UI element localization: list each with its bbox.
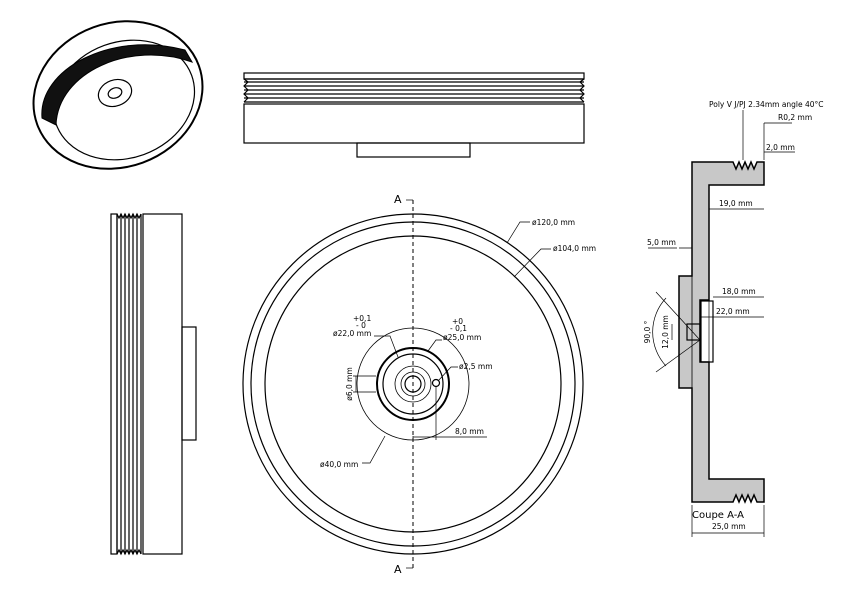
groove-depth-label: 2,0 mm [766,143,795,152]
pin-offset-label: 8,0 mm [455,427,484,436]
dim-22-label: 22,0 mm [716,307,750,316]
dim-5-label: 5,0 mm [647,238,676,247]
section-view: Poly V J/PJ 2.34mm angle 40°C R0,2 mm 2,… [643,100,824,537]
bore-tol-plus: +0,1 [353,314,371,323]
inner-diameter-label: ø104,0 mm [553,244,596,253]
bore-diameter-label: ø22,0 mm [333,329,371,338]
pin-hole-label: ø2,5 mm [459,362,493,371]
dim-19-label: 19,0 mm [719,199,753,208]
isometric-view [32,20,204,170]
section-mark-bottom: A [394,563,402,576]
hub-diameter-label: ø40,0 mm [320,460,358,469]
small-bore-label: ø6,0 mm [345,367,354,401]
dim-18-label: 18,0 mm [722,287,756,296]
bore-tol-minus: - 0 [356,321,366,330]
outer-diameter-label: ø120,0 mm [532,218,575,227]
shaft-tol-plus: +0 [452,317,463,326]
groove-spec-label: Poly V J/PJ 2.34mm angle 40°C [709,100,824,109]
side-view [110,212,197,556]
top-view [243,72,585,158]
angle-label: 90,0 ° [643,320,652,343]
front-view: A A ø120,0 mm ø104,0 mm ø40,0 mm +0,1 - … [242,193,596,576]
dim-12-label: 12,0 mm [661,315,670,349]
groove-radius-label: R0,2 mm [778,113,812,122]
section-mark-top: A [394,193,402,206]
shaft-diameter-label: ø25,0 mm [443,333,481,342]
section-title: Coupe A-A [692,510,744,521]
shaft-tol-minus: - 0,1 [450,324,467,333]
section-width-label: 25,0 mm [712,522,746,531]
